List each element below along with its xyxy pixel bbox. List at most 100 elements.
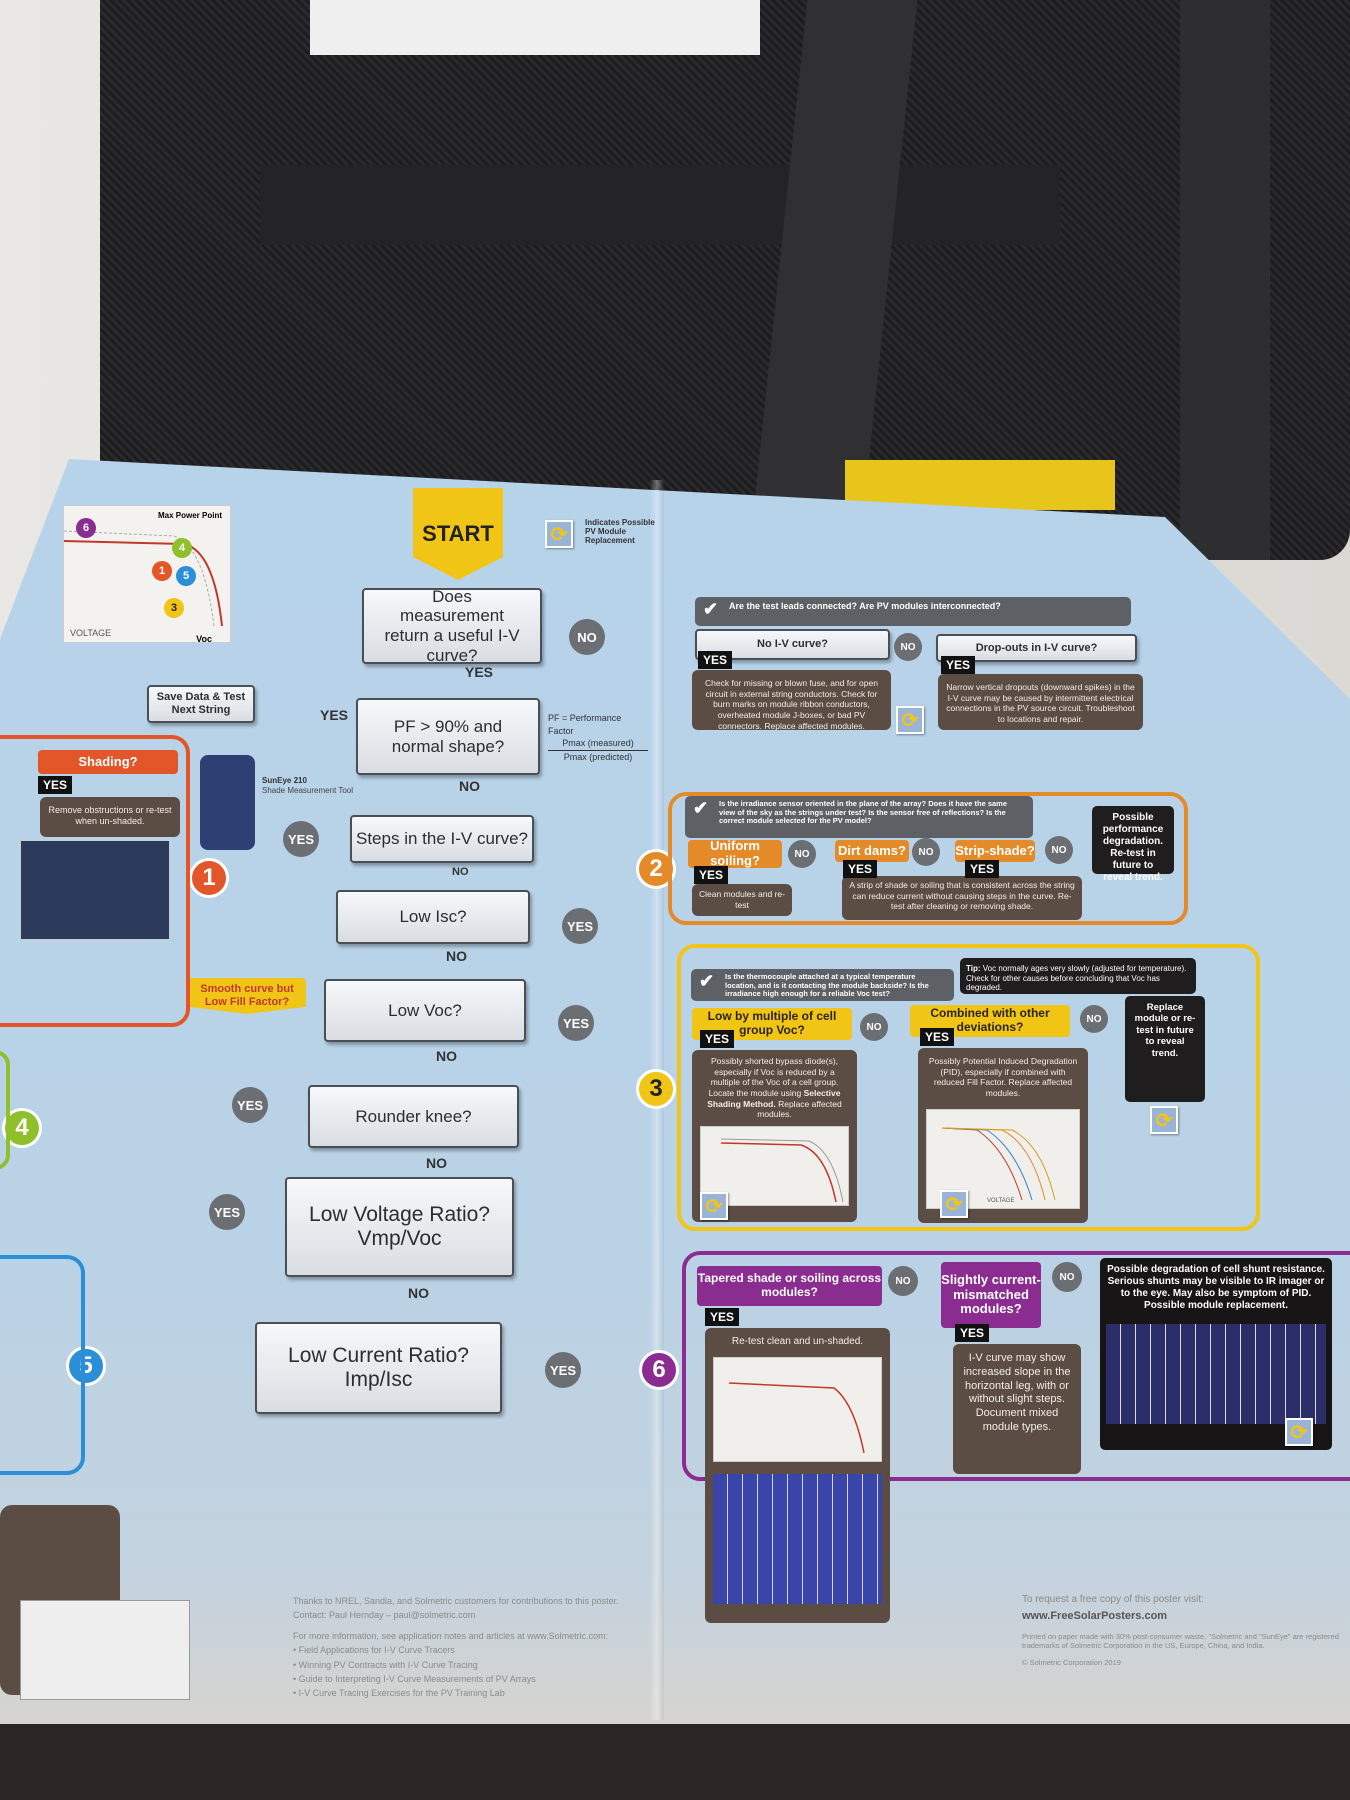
question-low-voc: Low Voc? [324,979,526,1042]
footer-link[interactable]: • I-V Curve Tracing Exercises for the PV… [293,1688,505,1699]
smooth-curve-low-ff-badge: Smooth curve but Low Fill Factor? [188,978,306,1014]
yes-tag: YES [700,1030,735,1048]
no-label: NO [446,948,467,964]
printed-note: Printed on paper made with 30% post-cons… [1022,1631,1339,1651]
footer-link[interactable]: • Winning PV Contracts with I-V Curve Tr… [293,1659,478,1670]
uniform-soiling-question: Uniform soiling? [688,838,782,868]
module-replacement-icon: ⟳ [545,520,573,548]
current-mismatch-question: Slightly current-mismatched modules? [941,1262,1041,1328]
yes-tag: YES [965,860,1000,878]
yes-tag: YES [694,866,729,884]
marker-1: 1 [152,561,172,581]
marker-6: 6 [76,518,96,538]
question-text: Low Isc? [399,907,467,927]
irradiance-checklist: ✔Is the irradiance sensor oriented in th… [685,796,1033,838]
footer-left: Thanks to NREL, Sandia, and Solmetric cu… [293,1594,633,1701]
marker-3: 3 [164,598,184,618]
no-label: NO [452,866,469,878]
selective-shading-link: Selective Shading Method. [707,1087,841,1109]
no-circle: NO [1080,1005,1108,1033]
marker-5: 5 [176,566,196,586]
yes-circle: YES [209,1194,245,1230]
action-text: Re-test clean and un-shaded. [731,1336,864,1347]
iv-curve-drawing [728,1381,865,1453]
iv-curve-drawing [941,1127,1056,1200]
section-1-marker: 1 [189,858,229,898]
footer-link[interactable]: • Guide to Interpreting I-V Curve Measur… [293,1673,536,1684]
iv-chart-tapered [713,1356,882,1462]
no-label: NO [426,1155,447,1171]
shading-question: Shading? [38,750,178,774]
no-iv-action: Check for missing or blown fuse, and for… [692,670,891,731]
section-4-panel [0,1050,10,1170]
suneye-name: SunEye 210 [262,776,307,785]
thermocouple-checklist: ✔Is the thermocouple attached at a typic… [691,969,954,1001]
dirt-dams-question: Dirt dams? [835,840,909,862]
question-low-voltage-ratio: Low Voltage Ratio?Vmp/Voc [285,1177,514,1277]
more-info-text: For more information, see application no… [293,1630,609,1641]
question-text: PF > 90% and normal shape? [391,716,505,756]
voc-tip: Tip: Voc normally ages very slowly (adju… [960,958,1196,994]
dropouts-action: Narrow vertical dropouts (downward spike… [938,674,1143,730]
performance-degradation-result: Possible performance degradation. Re-tes… [1092,806,1174,883]
pid-action: Possibly Potential Induced Degradation (… [918,1048,1088,1223]
question-rounder-knee: Rounder knee? [308,1085,519,1148]
replacement-legend-text: Indicates Possible PV Module Replacement [585,518,655,545]
no-circle: NO [912,838,940,866]
pf-definition: PF = Performance Factor Pmax (measured) … [548,712,648,763]
no-circle: NO [894,633,922,661]
tip-label: Tip: [966,964,981,973]
bag-strap [260,165,1060,245]
voltage-axis-label: VOLTAGE [70,628,112,638]
bag-strap [1180,0,1270,560]
no-label: NO [408,1285,429,1301]
ir-image [1106,1324,1326,1424]
iv-curve-drawing [720,1138,844,1202]
yes-circle: YES [562,908,598,944]
solar-panel-photo [20,840,170,940]
yes-tag: YES [941,656,976,674]
voc-label: Voc [196,634,212,644]
yes-tag: YES [955,1324,990,1342]
max-power-point-label: Max Power Point [157,511,222,520]
footer-link[interactable]: • Field Applications for I-V Curve Trace… [293,1645,455,1656]
action-text: Possibly shorted bypass diode(s), especi… [708,1056,839,1098]
section-5-panel [0,1255,85,1475]
yes-tag: YES [38,776,73,794]
module-replacement-icon: ⟳ [1285,1418,1313,1446]
shading-action: Remove obstructions or re-test when un-s… [40,797,180,837]
no-circle: NO [860,1013,888,1041]
yes-tag: YES [843,860,878,878]
question-text: Does measurement return a useful I-V cur… [384,586,520,665]
marker-4: 4 [172,538,192,558]
question-text: Rounder knee? [355,1106,472,1126]
yes-tag: YES [920,1028,955,1046]
table-surface [0,1722,1350,1800]
leads-checklist: ✔Are the test leads connected? Are PV mo… [695,597,1131,626]
poster-url[interactable]: www.FreeSolarPosters.com [1022,1610,1168,1622]
yes-circle: YES [545,1352,581,1388]
yellow-tag [845,460,1115,510]
section-3-marker: 3 [636,1069,676,1109]
link-text: Winning PV Contracts with I-V Curve Trac… [298,1659,478,1670]
yes-tag: YES [698,651,733,669]
no-circle: NO [569,619,605,655]
chart-x-label: VOLTAGE [987,1198,1015,1204]
no-label: NO [436,1048,457,1064]
strip-shade-action: A strip of shade or soiling that is cons… [842,876,1082,920]
section-2-panel [668,792,1188,925]
checkmark-icon: ✔ [703,599,719,619]
tip-text: Voc normally ages very slowly (adjusted … [966,964,1187,993]
question-formula: Vmp/Voc [357,1227,442,1250]
copyright: © Solmetric Corporation 2019 [1022,1658,1121,1668]
checkmark-icon: ✔ [693,798,709,818]
footer-right: To request a free copy of this poster vi… [1022,1592,1342,1669]
section-6-marker: 6 [639,1350,679,1390]
question-useful-iv-curve: Does measurement return a useful I-V cur… [362,586,542,665]
question-text: No I-V curve? [757,638,828,651]
action-text: Replace affected modules. [757,1098,842,1120]
question-steps: Steps in the I-V curve? [350,815,534,863]
pf-denominator: Pmax (predicted) [563,751,633,762]
result-text: Possible degradation of cell shunt resis… [1107,1264,1325,1311]
yes-label: YES [465,664,494,680]
